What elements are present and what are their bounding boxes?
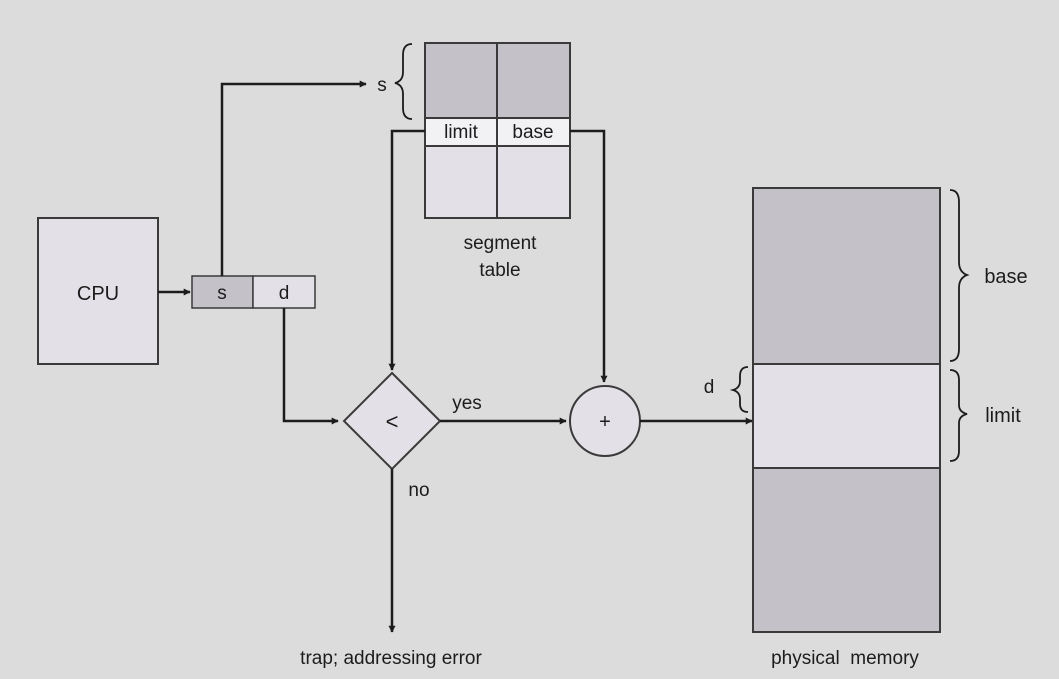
segment-table-caption-line1: segment xyxy=(464,233,538,254)
memory-segment-block xyxy=(752,363,941,469)
s-to-table-arrow xyxy=(220,80,367,276)
segment-table-base-header: base xyxy=(512,122,553,143)
yes-label: yes xyxy=(452,393,482,414)
segment-table-limit-header: limit xyxy=(444,122,478,143)
d-to-comparator-arrow xyxy=(282,308,339,425)
no-label: no xyxy=(408,480,429,501)
memory-offset-brace xyxy=(729,366,749,413)
memory-upper-block xyxy=(752,187,941,365)
memory-base-label: base xyxy=(984,266,1027,288)
cpu-label: CPU xyxy=(77,283,119,305)
table-index-brace xyxy=(394,43,413,120)
comparator-symbol: < xyxy=(386,409,399,434)
trap-label: trap; addressing error xyxy=(300,648,482,669)
memory-base-brace xyxy=(949,189,970,362)
address-s-label: s xyxy=(217,283,227,304)
base-to-adder-arrow xyxy=(570,129,608,383)
limit-to-comparator-arrow xyxy=(388,129,425,371)
memory-caption: physical memory xyxy=(771,648,919,669)
cpu-box xyxy=(37,217,159,365)
memory-limit-label: limit xyxy=(985,405,1021,427)
address-d-label: d xyxy=(279,283,290,304)
address-s-cell xyxy=(191,275,254,309)
adder-symbol: + xyxy=(599,411,611,433)
memory-limit-brace xyxy=(949,369,968,462)
table-index-label: s xyxy=(377,75,387,96)
segment-table-caption-line2: table xyxy=(479,260,520,281)
memory-offset-label: d xyxy=(704,377,715,398)
memory-lower-block xyxy=(752,467,941,633)
